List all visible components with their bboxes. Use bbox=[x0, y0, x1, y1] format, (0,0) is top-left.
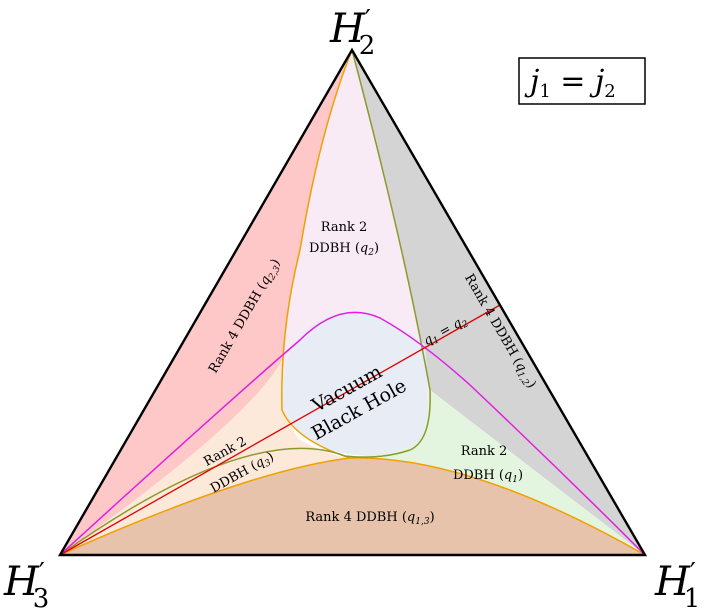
label-rank2-q2-line1: Rank 2 bbox=[321, 220, 368, 235]
vertex-label-top: H′2 bbox=[329, 5, 375, 61]
label-rank2-q1-line2: DDBH (q1) bbox=[453, 468, 523, 485]
olive-curve bbox=[59, 49, 431, 556]
region-rank4-q13 bbox=[60, 457, 645, 555]
label-rank4-q13: Rank 4 DDBH (q1,3) bbox=[305, 510, 434, 527]
region-rank2-q1 bbox=[350, 390, 645, 555]
region-vacuum bbox=[281, 311, 428, 456]
condition-box bbox=[518, 57, 646, 105]
orange-curve-top bbox=[281, 49, 646, 556]
vertex-label-right: H′1 bbox=[654, 558, 700, 614]
label-rank2-q2-line2: DDBH (q2) bbox=[309, 241, 379, 258]
label-rank2-q1-line1: Rank 2 bbox=[461, 444, 508, 459]
red-line-q1-eq-q2 bbox=[59, 304, 501, 556]
region-rank2-q3 bbox=[60, 360, 350, 555]
vertex-label-left: H′3 bbox=[3, 558, 49, 614]
orange-curve-left bbox=[59, 457, 351, 556]
triangle-outline bbox=[57, 47, 648, 557]
condition-label: j1 = j2 bbox=[524, 64, 616, 102]
magenta-curve bbox=[59, 311, 646, 556]
